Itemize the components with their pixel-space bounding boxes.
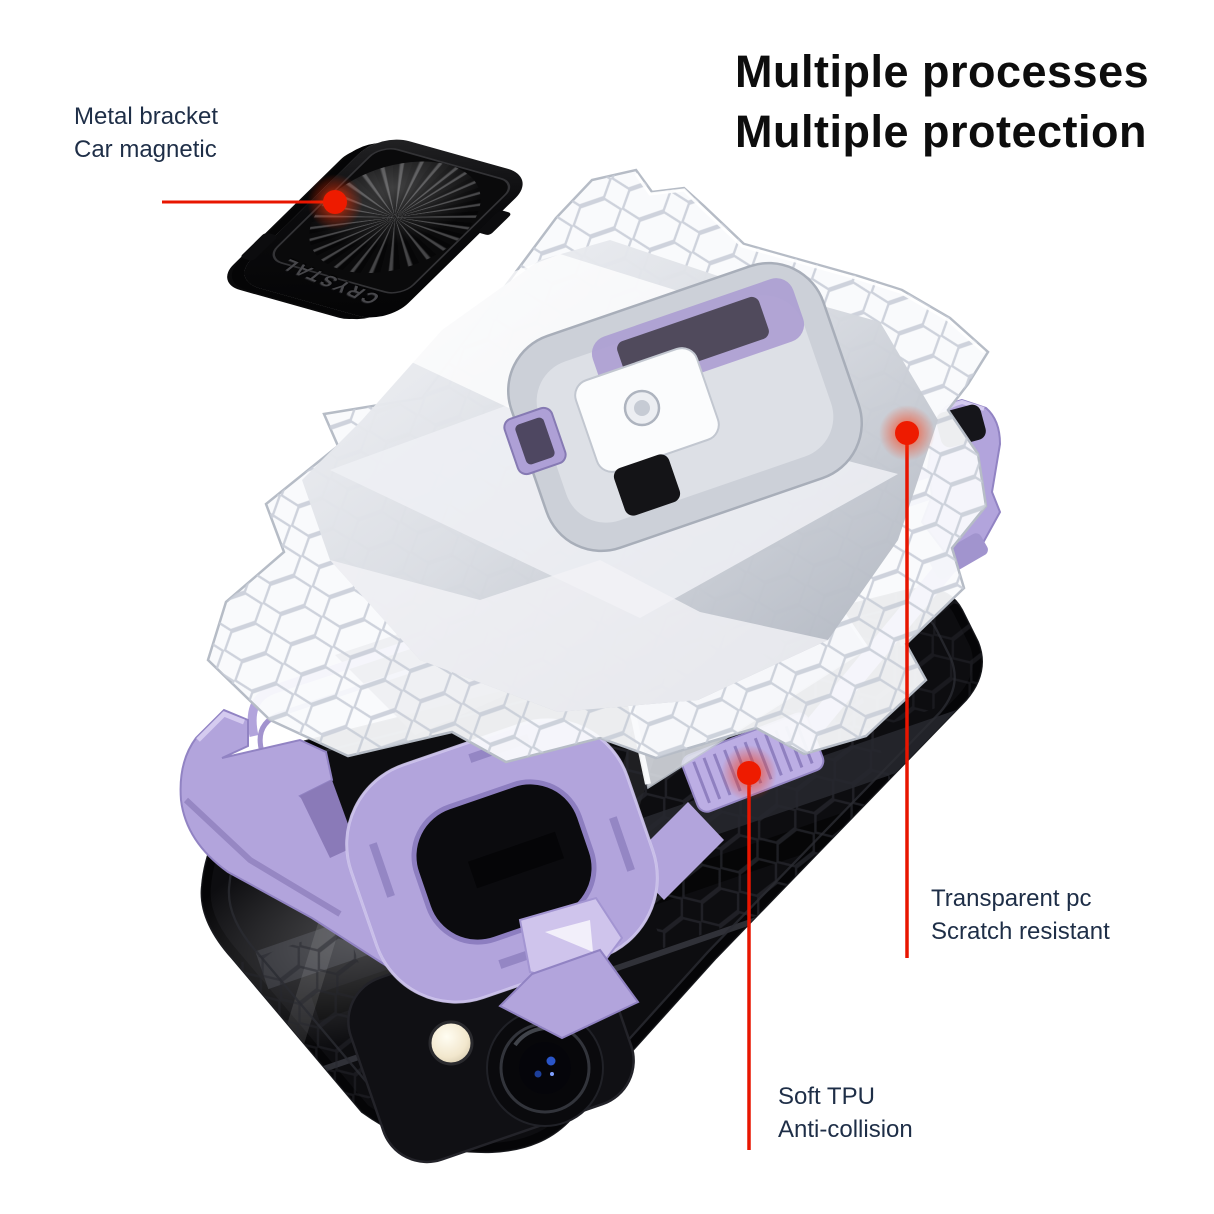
callout-transparent-pc-line-2: Scratch resistant: [931, 918, 1110, 945]
callout-soft-tpu-line-1: Soft TPU: [778, 1083, 875, 1110]
callout-metal-bracket: Metal bracket Car magnetic: [74, 100, 218, 166]
case-camera-recess: [503, 261, 864, 553]
title-line-2: Multiple protection: [735, 106, 1147, 157]
bumper-camera-ring: [345, 718, 659, 1040]
camera-flash: [428, 1020, 474, 1066]
callout-transparent-pc-line-1: Transparent pc: [931, 885, 1092, 912]
callout-soft-tpu: Soft TPU Anti-collision: [778, 1080, 913, 1146]
callout-metal-bracket-line-1: Metal bracket: [74, 103, 219, 130]
page-title: Multiple processes Multiple protection: [735, 42, 1149, 162]
recess-port-hole: [613, 454, 681, 516]
callout-metal-bracket-line-2: Car magnetic: [74, 136, 217, 163]
pc-case: [206, 168, 990, 764]
callout-soft-tpu-line-2: Anti-collision: [778, 1116, 913, 1143]
title-line-1: Multiple processes: [735, 46, 1150, 97]
callout-transparent-pc: Transparent pc Scratch resistant: [931, 882, 1110, 948]
